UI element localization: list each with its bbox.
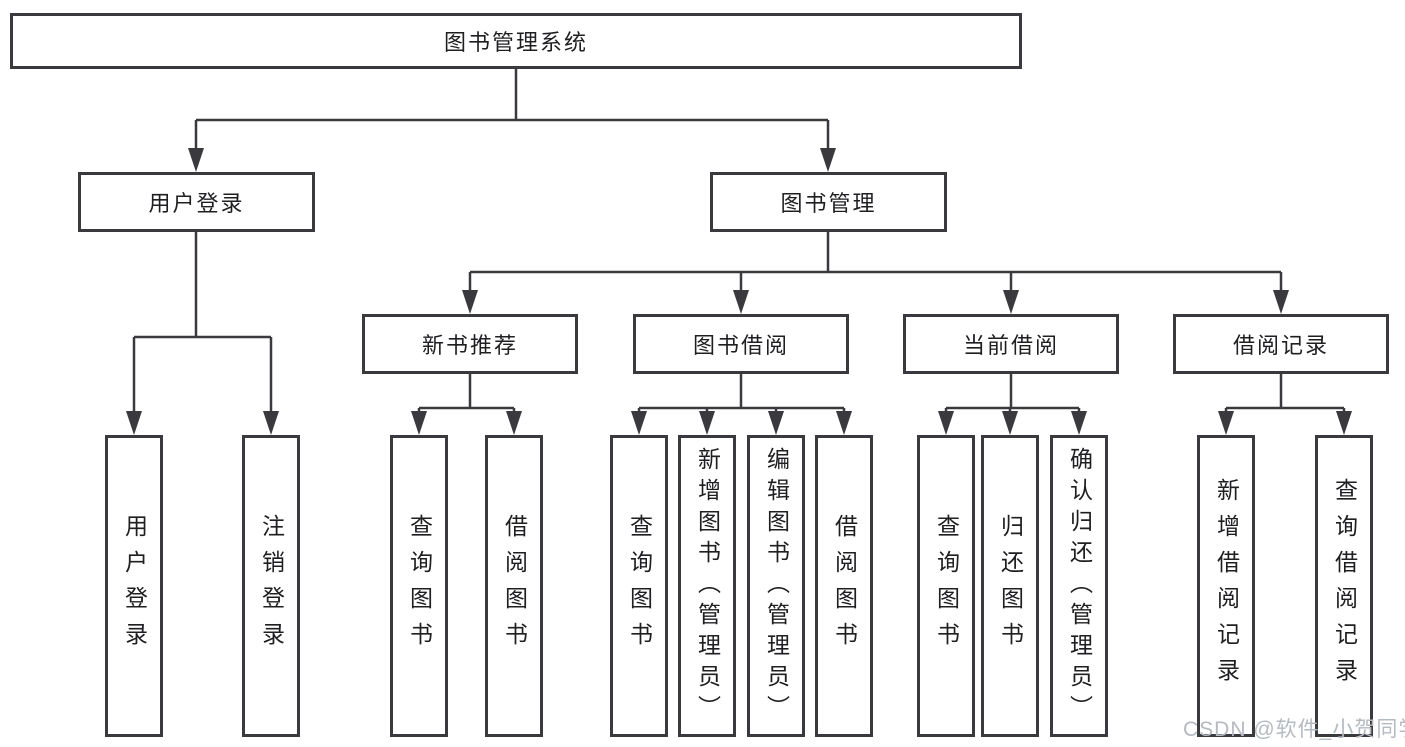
node-confirm-return-admin: 确认归还（管理员） (1050, 435, 1108, 737)
node-label: 图书管理系统 (443, 30, 588, 55)
node-label: 用户登录 (121, 514, 148, 658)
node-query-books-borrowing: 查询图书 (610, 435, 668, 737)
node-label: 确认归还（管理员） (1066, 446, 1093, 726)
node-edit-book-admin: 编辑图书（管理员） (747, 435, 805, 737)
node-label: 查询图书 (406, 514, 433, 658)
node-query-books-current: 查询图书 (917, 435, 975, 737)
node-label: 图书管理 (780, 191, 877, 216)
node-label: 查询图书 (933, 514, 960, 658)
node-label: 注销登录 (258, 514, 285, 658)
node-user-login: 用户登录 (78, 172, 315, 232)
node-library-management-system: 图书管理系统 (10, 13, 1022, 69)
arrow-down-icons (126, 148, 1352, 435)
node-query-borrow-record: 查询借阅记录 (1315, 435, 1373, 737)
node-query-books-recommend: 查询图书 (390, 435, 448, 737)
node-return-books: 归还图书 (981, 435, 1039, 737)
node-current-borrowing: 当前借阅 (903, 314, 1119, 374)
watermark-text: CSDN @软件_小贺同学 (1183, 718, 1405, 741)
node-label: 编辑图书（管理员） (763, 446, 790, 726)
node-label: 用户登录 (148, 191, 245, 216)
node-logout: 注销登录 (242, 435, 300, 737)
node-label: 新增图书（管理员） (694, 446, 721, 726)
node-new-book-recommendation: 新书推荐 (362, 314, 578, 374)
node-label: 归还图书 (997, 514, 1024, 658)
node-borrow-books-recommend: 借阅图书 (485, 435, 543, 737)
node-label: 借阅图书 (831, 514, 858, 658)
node-label: 借阅记录 (1232, 333, 1329, 358)
node-label: 借阅图书 (501, 514, 528, 658)
node-add-borrow-record: 新增借阅记录 (1197, 435, 1255, 737)
node-book-management: 图书管理 (710, 172, 947, 232)
node-label: 新增借阅记录 (1213, 478, 1240, 694)
node-user-login-leaf: 用户登录 (105, 435, 163, 737)
node-label: 查询图书 (626, 514, 653, 658)
node-borrowing-records: 借阅记录 (1173, 314, 1389, 374)
node-add-book-admin: 新增图书（管理员） (678, 435, 736, 737)
node-borrow-books-borrowing: 借阅图书 (815, 435, 873, 737)
node-label: 查询借阅记录 (1331, 478, 1358, 694)
node-label: 图书借阅 (692, 333, 789, 358)
node-label: 当前借阅 (962, 333, 1059, 358)
node-book-borrowing: 图书借阅 (633, 314, 849, 374)
node-label: 新书推荐 (421, 333, 518, 358)
